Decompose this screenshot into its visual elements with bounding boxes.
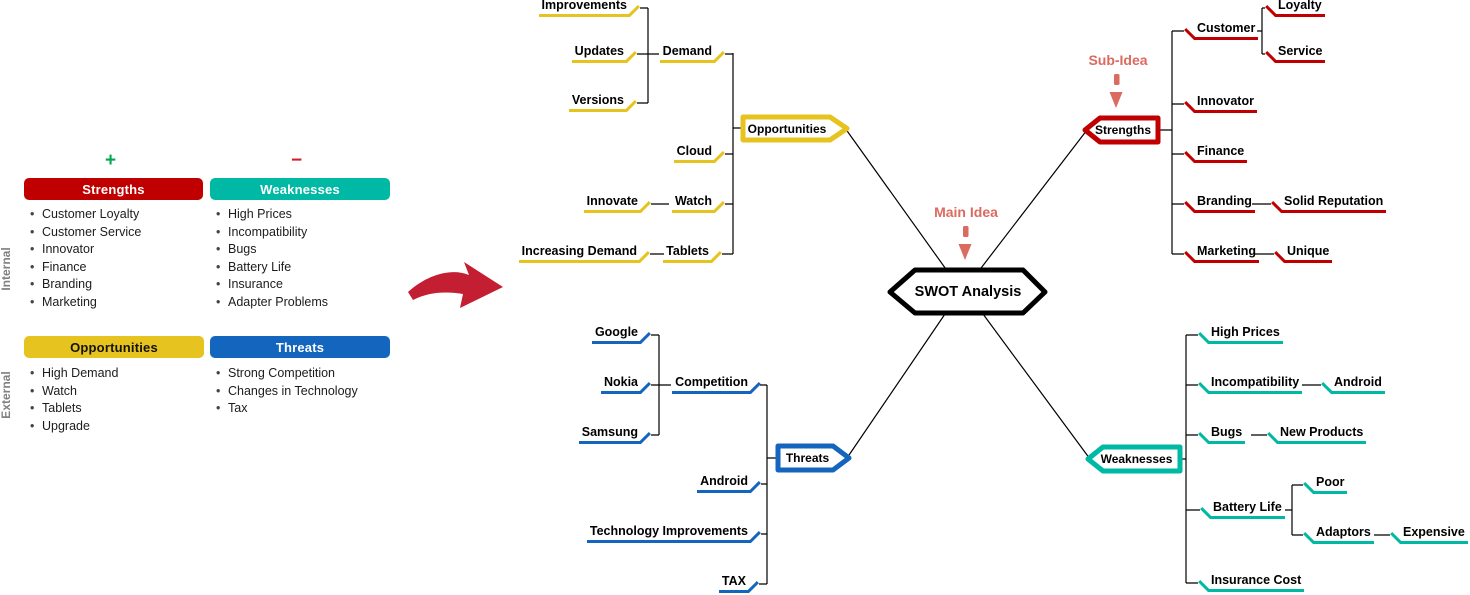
node-finance[interactable]: Finance [1194,144,1248,163]
center-node-label[interactable]: SWOT Analysis [914,284,1022,300]
node-demand[interactable]: Demand [659,44,715,63]
node-tablets[interactable]: Tablets [663,244,712,263]
node-android-threat[interactable]: Android [697,474,751,493]
node-increasing-demand[interactable]: Increasing Demand [518,244,640,263]
quadrant-header-weaknesses: Weaknesses [210,178,390,200]
node-solid-reputation[interactable]: Solid Reputation [1281,194,1387,213]
strengths-connectors [977,7,1274,273]
sub-idea-arrow [1109,74,1123,108]
main-idea-annotation: Main Idea [934,204,998,220]
opportunities-connectors [637,7,949,273]
threats-connectors [651,313,946,585]
weaknesses-list: High Prices Incompatibility Bugs Battery… [214,206,328,311]
node-tax[interactable]: TAX [718,574,749,593]
opportunities-node-shape[interactable] [740,114,850,143]
weaknesses-node-shape[interactable] [1085,444,1183,474]
list-item: Branding [28,276,141,294]
sub-idea-annotation: Sub-Idea [1088,52,1148,68]
node-high-prices[interactable]: High Prices [1208,325,1283,344]
node-insurance-cost[interactable]: Insurance Cost [1208,573,1305,592]
threats-node-shape[interactable] [775,443,852,473]
node-nokia[interactable]: Nokia [600,375,641,394]
list-item: Watch [28,383,118,401]
list-item: Incompatibility [214,224,328,242]
node-unique[interactable]: Unique [1284,244,1333,263]
node-technology-improvements[interactable]: Technology Improvements [586,524,751,543]
quadrant-header-strengths: Strengths [24,178,203,200]
node-cloud[interactable]: Cloud [673,144,715,163]
node-improvements[interactable]: Improvements [538,0,630,17]
node-versions[interactable]: Versions [568,93,627,112]
quadrant-header-threats: Threats [210,336,390,358]
node-loyalty[interactable]: Loyalty [1275,0,1325,17]
node-threats[interactable]: Threats [785,451,830,465]
main-idea-arrow [958,226,972,260]
list-item: Upgrade [28,418,118,436]
node-weaknesses[interactable]: Weaknesses [1100,452,1173,466]
list-item: Customer Loyalty [28,206,141,224]
external-axis-label: External [0,371,13,419]
list-item: Adapter Problems [214,294,328,312]
list-item: Strong Competition [214,365,358,383]
center-node-shape[interactable] [887,267,1048,316]
list-item: Tax [214,400,358,418]
list-item: Innovator [28,241,141,259]
node-innovator[interactable]: Innovator [1194,94,1257,113]
node-competition[interactable]: Competition [672,375,751,394]
node-marketing[interactable]: Marketing [1194,244,1260,263]
node-opportunities[interactable]: Opportunities [747,121,827,136]
list-item: Tablets [28,400,118,418]
list-item: Insurance [214,276,328,294]
node-branding[interactable]: Branding [1194,194,1255,213]
node-strengths[interactable]: Strengths [1094,123,1151,137]
node-poor[interactable]: Poor [1313,475,1348,494]
node-samsung[interactable]: Samsung [578,425,641,444]
node-expensive[interactable]: Expensive [1400,525,1468,544]
node-adaptors[interactable]: Adaptors [1313,525,1374,544]
list-item: High Demand [28,365,118,383]
internal-axis-label: Internal [0,247,13,291]
node-new-products[interactable]: New Products [1277,425,1367,444]
strengths-node-shape[interactable] [1082,115,1161,145]
node-android-weakness[interactable]: Android [1331,375,1385,394]
list-item: Marketing [28,294,141,312]
list-item: Finance [28,259,141,277]
node-battery-life[interactable]: Battery Life [1210,500,1285,519]
opportunities-list: High Demand Watch Tablets Upgrade [28,365,118,435]
node-watch[interactable]: Watch [671,194,715,213]
list-item: High Prices [214,206,328,224]
node-bugs[interactable]: Bugs [1208,425,1246,444]
list-item: Bugs [214,241,328,259]
list-item: Customer Service [28,224,141,242]
legend-to-map-arrow-icon [408,262,503,308]
node-innovate[interactable]: Innovate [583,194,641,213]
plus-icon: + [105,150,117,171]
quadrant-header-opportunities: Opportunities [24,336,204,358]
threats-list: Strong Competition Changes in Technology… [214,365,358,418]
node-google[interactable]: Google [591,325,641,344]
minus-icon: − [291,150,303,171]
list-item: Battery Life [214,259,328,277]
node-updates[interactable]: Updates [571,44,627,63]
node-customer[interactable]: Customer [1194,21,1259,40]
node-service[interactable]: Service [1275,44,1326,63]
strengths-list: Customer Loyalty Customer Service Innova… [28,206,141,311]
list-item: Changes in Technology [214,383,358,401]
node-incompatibility[interactable]: Incompatibility [1208,375,1303,394]
